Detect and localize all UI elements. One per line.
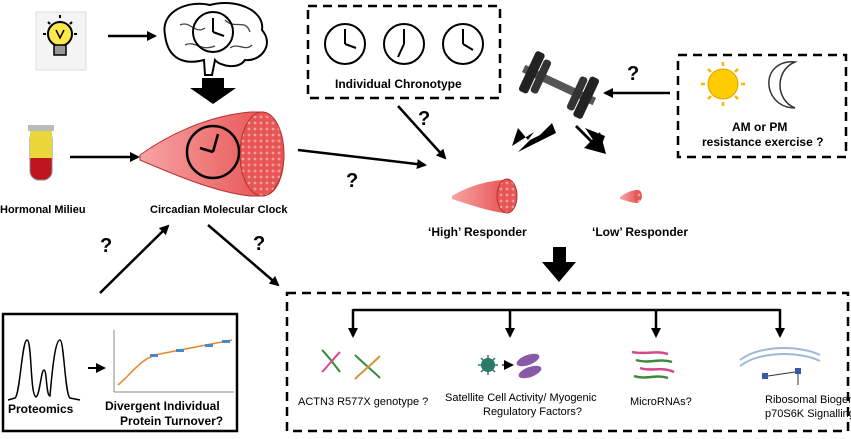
ribo-label-1: Ribosomal Biogenesis/ [765, 394, 851, 406]
clock-icon [324, 23, 366, 65]
dna-icon [321, 349, 381, 380]
light-bulb-icon [35, 11, 87, 71]
hormonal-label: Hormonal Milieu [0, 204, 86, 216]
divergent-label-1: Divergent Individual [105, 399, 220, 413]
am-pm-box [676, 53, 848, 159]
dumbbell-icon [518, 51, 600, 119]
thick-arrow-left [512, 128, 534, 146]
arrow [207, 224, 280, 287]
high-responder-label: ‘High’ Responder [428, 225, 527, 239]
am-pm-label: AM or PM [732, 120, 787, 134]
arrow [297, 148, 427, 170]
microrna-label: MicroRNAs? [630, 396, 692, 408]
satellite-label-1: Satellite Cell Activity/ Myogenic [445, 392, 597, 404]
test-tube-icon [28, 125, 54, 181]
brain-clock-icon [163, 2, 268, 76]
clock-icon [383, 23, 425, 65]
thick-arrow-down [542, 247, 576, 282]
question-mark: ? [346, 170, 358, 192]
thick-arrow-down [190, 78, 236, 104]
proteomics-box [1, 312, 239, 433]
satellite-cell-icon [478, 353, 542, 379]
circadian-label: Circadian Molecular Clock [150, 204, 288, 216]
moon-icon [768, 61, 798, 109]
microrna-icon [631, 350, 675, 380]
question-mark: ? [627, 63, 639, 85]
sun-icon [701, 62, 745, 106]
chromatogram-icon [7, 339, 81, 401]
arrow [99, 224, 170, 294]
divergent-label-2: Protein Turnover? [120, 414, 223, 428]
thick-arrow-right-body [575, 125, 606, 154]
cell-signaling-icon [739, 347, 821, 385]
chronotype-box [306, 4, 502, 100]
muscle-clock-icon [139, 111, 285, 197]
clock-icon [442, 23, 484, 65]
thick-arrow [518, 123, 556, 152]
question-mark: ? [100, 235, 112, 257]
question-mark: ? [418, 108, 430, 130]
question-mark: ? [253, 233, 265, 255]
mechanisms-box [285, 291, 850, 433]
actn3-label: ACTN3 R577X genotype ? [298, 396, 428, 408]
turnover-curve-icon [113, 330, 234, 393]
ribo-label-2: p70S6K Signalling? [765, 408, 851, 420]
satellite-label-2: Regulatory Factors? [483, 406, 582, 418]
high-responder-muscle-icon [452, 178, 518, 214]
arrow [397, 105, 447, 160]
low-responder-label: ‘Low’ Responder [592, 225, 688, 239]
chronotype-label: Individual Chronotype [335, 77, 462, 91]
low-responder-muscle-icon [620, 190, 642, 203]
resistance-label: resistance exercise ? [702, 135, 823, 149]
proteomics-label: Proteomics [8, 402, 74, 416]
